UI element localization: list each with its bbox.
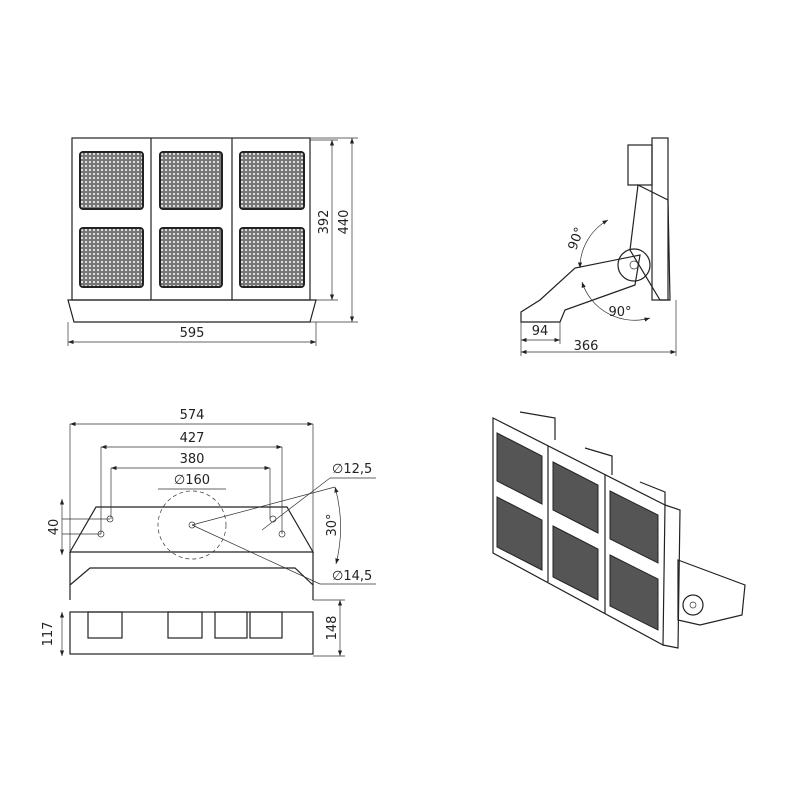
isometric-view [492,411,746,649]
front-view: 595 392 440 [67,137,358,346]
dim-width-574: 574 [180,408,205,423]
led-modules [79,151,305,288]
dim-hole-14-5: ∅14,5 [332,569,372,584]
dim-height-440: 440 [337,210,352,235]
dim-height-148: 148 [325,616,340,641]
top-view: 574 427 380 ∅160 ∅12,5 ∅14,5 30° 40 117 … [41,408,376,657]
dim-bracket-94: 94 [532,324,549,339]
dim-height-117: 117 [41,622,56,647]
angle-tilt-30: 30° [325,513,340,536]
dim-depth-366: 366 [574,339,599,354]
dim-height-392: 392 [317,210,332,235]
dim-hole-span-380: 380 [180,452,205,467]
dim-diameter-160: ∅160 [174,473,210,488]
dim-hole-span-427: 427 [180,431,205,446]
side-view: 90° 90° 94 366 [520,137,677,356]
dim-offset-40: 40 [47,519,62,536]
dim-width-595: 595 [180,326,205,341]
angle-down-90: 90° [608,305,631,320]
dim-hole-12-5: ∅12,5 [332,462,372,477]
angle-up-90: 90° [566,225,588,252]
